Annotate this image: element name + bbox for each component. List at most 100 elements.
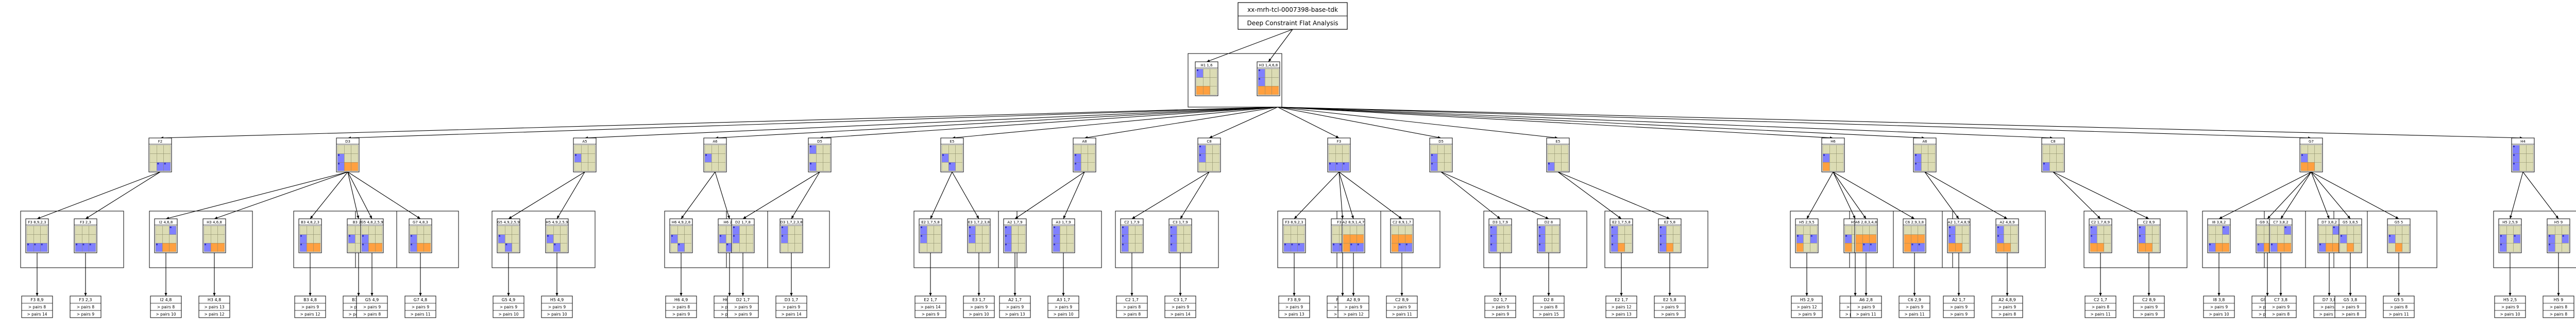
- cell-mark: [1122, 227, 1124, 228]
- node-label: H5 4,9,2,5,9: [546, 220, 568, 224]
- cell-mark: [1199, 146, 1201, 147]
- cell-mark: [338, 163, 340, 165]
- board-cell: [823, 145, 831, 154]
- cell-mark: [27, 244, 29, 246]
- board-cell: [677, 234, 685, 244]
- leaf-label: A2 1,7: [1952, 298, 1965, 302]
- level3-node: C3 1,7,9: [1168, 218, 1192, 253]
- arrow-head: [1497, 216, 1500, 219]
- board-cell: [719, 225, 726, 235]
- arrow-head: [1180, 215, 1183, 219]
- level3-node: G5 4,8,2,5,9: [360, 218, 384, 253]
- arrow-head: [1207, 59, 1210, 62]
- leaf-node: D2 1,7> pairs 9> pairs 9: [1484, 296, 1516, 318]
- node-label: H1 1,6: [1200, 63, 1213, 67]
- arrow-head: [2328, 293, 2331, 296]
- board-cell: [927, 234, 934, 244]
- board-cell: [1088, 145, 1095, 154]
- board-cell: [1624, 225, 1632, 235]
- cell-mark: [575, 154, 577, 156]
- board-cell: [746, 234, 754, 244]
- cell-mark: [1823, 154, 1825, 156]
- cell-mark: [2223, 227, 2225, 228]
- orange-cell: [344, 162, 351, 171]
- cell-mark: [678, 244, 680, 246]
- cell-mark: [1171, 244, 1172, 246]
- leaf-pairs-line: > pairs 8: [2272, 312, 2290, 317]
- board-cell: [1862, 225, 1870, 235]
- cell-mark: [411, 235, 412, 237]
- arrow-head: [930, 215, 933, 219]
- leaf-pairs-line: > pairs 9: [2140, 305, 2158, 309]
- tree-edge: [2267, 171, 2312, 219]
- node-label: C3 1,7,9: [1173, 220, 1188, 224]
- board-cell: [1335, 145, 1343, 154]
- arrow-head: [1620, 293, 1623, 296]
- board-cell: [711, 145, 719, 154]
- node-label: D2 1,7,8: [735, 220, 751, 224]
- board-cell: [2308, 145, 2315, 154]
- board-cell: [1552, 234, 1560, 244]
- cell-mark: [969, 227, 971, 228]
- cell-mark: [1197, 70, 1198, 71]
- board-cell: [2314, 145, 2322, 154]
- leaf-pairs-line: > pairs 9: [1950, 305, 1968, 309]
- board-cell: [361, 225, 369, 235]
- board-cell: [823, 162, 831, 171]
- tree-edge: [1833, 171, 1915, 219]
- level3-node: C7 3,8,2: [2269, 218, 2293, 253]
- board-cell: [337, 145, 345, 154]
- board-cell: [410, 225, 417, 235]
- level1-node: H1 1,6: [1195, 61, 1218, 96]
- leaf-label: C2 8,9: [2142, 298, 2156, 302]
- arrow-head: [1957, 293, 1960, 296]
- arrow-head: [2557, 293, 2560, 296]
- leaf-label: I2 4,8: [160, 298, 172, 302]
- board-cell: [788, 225, 795, 235]
- orange-cell: [1258, 86, 1265, 95]
- board-cell: [2388, 225, 2396, 235]
- orange-cell: [1196, 86, 1204, 95]
- blue-cell: [163, 162, 171, 171]
- node-label: A3 1,7,9: [1056, 220, 1071, 224]
- board-cell: [2402, 234, 2410, 244]
- leaf-pairs-line: > pairs 10: [498, 312, 518, 317]
- board-cell: [1135, 243, 1143, 252]
- leaf-label: E2 5,8: [1663, 298, 1676, 302]
- level3-node: D3 1,7,2,3,8: [779, 218, 803, 253]
- board-cell: [574, 145, 582, 154]
- arrow-head: [1015, 216, 1019, 219]
- board-cell: [1561, 145, 1569, 154]
- tree-edge: [1924, 171, 1959, 219]
- board-cell: [2318, 225, 2326, 235]
- level1-frame: [1188, 53, 1282, 108]
- orange-cell: [1265, 86, 1272, 95]
- board-cell: [677, 225, 685, 235]
- node-label: E3 1,7,2,3,8: [968, 220, 990, 224]
- board-cell: [823, 153, 831, 163]
- cell-mark: [338, 154, 340, 156]
- tree-edge: [214, 171, 348, 219]
- board-cell: [2257, 234, 2264, 244]
- orange-cell: [211, 243, 218, 252]
- board-cell: [1018, 225, 1026, 235]
- board-cell: [75, 234, 82, 244]
- tree-edge: [1440, 171, 1501, 219]
- board-cell: [1547, 145, 1555, 154]
- leaf-node: B3 4,8> pairs 9> pairs 12: [294, 296, 326, 318]
- cell-mark: [2513, 146, 2515, 147]
- leaf-pairs-line: > pairs 9: [2320, 305, 2338, 309]
- level3-node: H5 2,5,9: [2498, 218, 2522, 253]
- leaf-label: G7 4,8: [414, 298, 428, 302]
- tree-edge: [2053, 171, 2101, 219]
- board-cell: [788, 243, 795, 252]
- leaf-pairs-line: > pairs 15: [1538, 312, 1558, 317]
- board-cell: [2513, 243, 2521, 252]
- board-cell: [2555, 225, 2562, 235]
- board-cell: [1810, 225, 1818, 235]
- board-cell: [1545, 234, 1552, 244]
- cell-mark: [164, 163, 166, 165]
- orange-cell: [2277, 243, 2284, 252]
- node-label: A6 2,8,3,4,8: [1855, 220, 1877, 224]
- board-cell: [2004, 225, 2011, 235]
